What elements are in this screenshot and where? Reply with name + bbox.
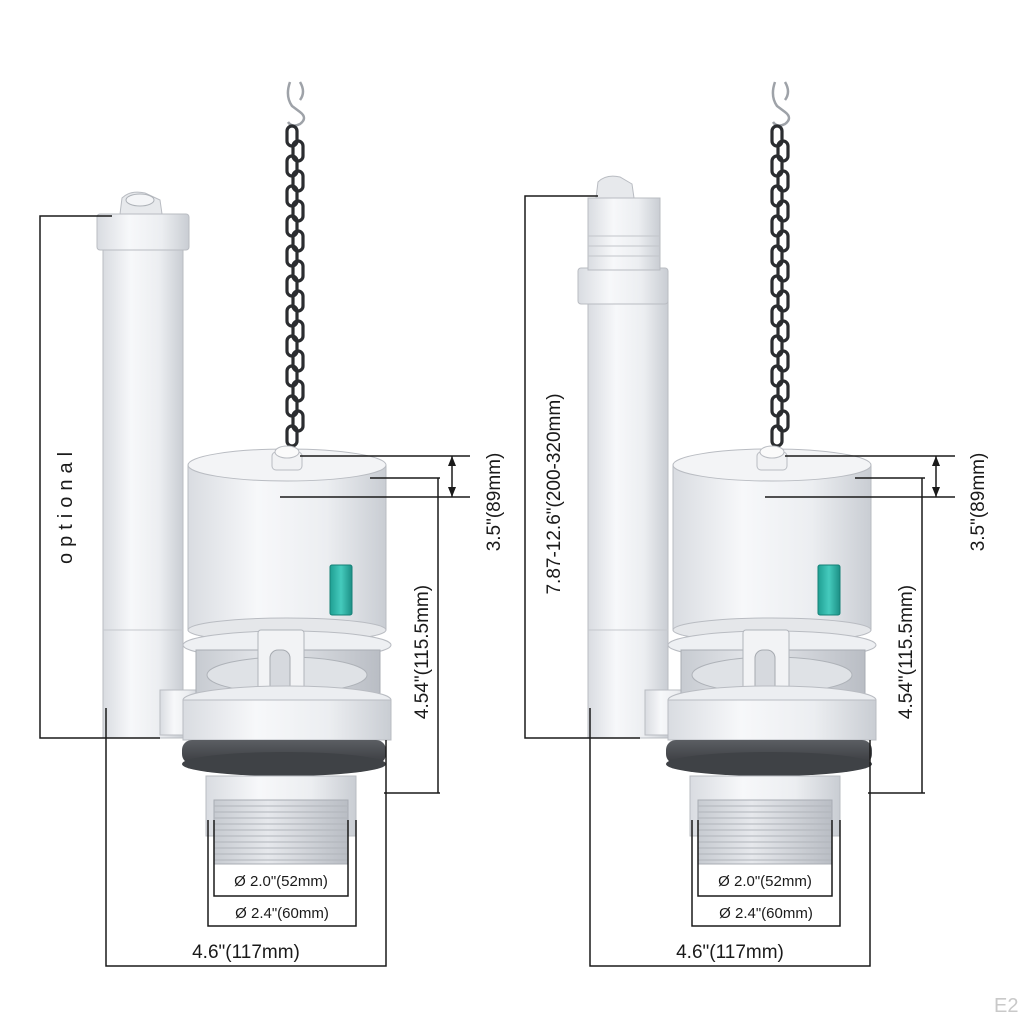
left-optional-label: optional	[55, 446, 77, 564]
right-water-indicator	[817, 564, 841, 616]
chain-link	[770, 424, 784, 448]
left-chain	[286, 81, 306, 127]
left-float-body	[187, 445, 387, 643]
chain-link	[285, 424, 299, 448]
right-body-height-label: 4.54"(115.5mm)	[896, 585, 917, 719]
right-inner-diameter-label: Ø 2.0"(52mm)	[718, 873, 812, 890]
right-telescopic-tube	[577, 175, 691, 739]
right-float-body	[672, 445, 872, 643]
left-water-indicator	[329, 564, 353, 616]
left-inner-diameter-label: Ø 2.0"(52mm)	[234, 873, 328, 890]
right-float-height-label: 3.5"(89mm)	[968, 453, 989, 552]
left-threaded-outlet	[205, 775, 357, 865]
right-tube-height-label: 7.87-12.6"(200-320mm)	[544, 393, 565, 594]
left-gasket	[182, 740, 386, 776]
right-threaded-outlet	[689, 775, 841, 865]
left-body-height-label: 4.54"(115.5mm)	[412, 585, 433, 719]
left-valve-cage	[182, 629, 392, 741]
watermark: E2	[994, 995, 1018, 1017]
right-chain	[771, 81, 791, 127]
right-dimension-lines	[524, 195, 955, 967]
right-valve-cage	[667, 629, 877, 741]
left-valve	[96, 81, 392, 865]
left-outer-diameter-label: Ø 2.4"(60mm)	[235, 905, 329, 922]
right-outer-diameter-label: Ø 2.4"(60mm)	[719, 905, 813, 922]
left-overflow-tube	[96, 191, 201, 739]
right-flange-width-label: 4.6"(117mm)	[676, 942, 784, 963]
left-float-height-label: 3.5"(89mm)	[484, 453, 505, 552]
left-dimension-lines	[39, 215, 470, 967]
right-valve	[577, 81, 877, 865]
left-flange-width-label: 4.6"(117mm)	[192, 942, 300, 963]
right-gasket	[666, 740, 872, 776]
